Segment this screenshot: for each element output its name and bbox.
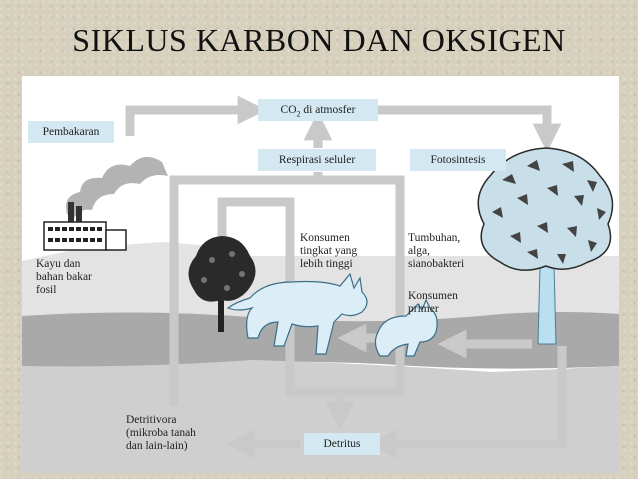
tumbuhan-label: Tumbuhan,alga,sianobakteri bbox=[408, 232, 465, 270]
small-tree-icon bbox=[188, 236, 256, 332]
co2-atmosfer-box: CO2 di atmosfer bbox=[258, 99, 378, 121]
page-title: SIKLUS KARBON DAN OKSIGEN bbox=[72, 22, 566, 58]
arrow-pembakaran-to-co2 bbox=[125, 95, 267, 136]
smoke-icon bbox=[65, 156, 168, 218]
pembakaran-box: Pembakaran bbox=[28, 121, 114, 143]
diagram-panel: CO2 di atmosfer Respirasi seluler Fotosi… bbox=[22, 76, 619, 473]
detritus-box: Detritus bbox=[304, 433, 380, 455]
lynx-icon bbox=[226, 272, 368, 355]
arrow-co2-to-fotosintesis bbox=[377, 105, 562, 153]
respirasi-seluler-box: Respirasi seluler bbox=[258, 149, 376, 171]
cycle-diagram bbox=[22, 95, 619, 473]
factory-icon bbox=[43, 202, 127, 251]
arrow-plants-to-detritus bbox=[367, 346, 567, 459]
fotosintesis-box: Fotosintesis bbox=[410, 149, 506, 171]
arrow-organisms-to-detritus bbox=[285, 376, 405, 397]
rabbit-icon bbox=[374, 298, 438, 357]
arrow-respirasi-frame bbox=[169, 175, 405, 386]
soil-layer bbox=[22, 360, 619, 473]
large-tree-icon bbox=[477, 147, 614, 345]
